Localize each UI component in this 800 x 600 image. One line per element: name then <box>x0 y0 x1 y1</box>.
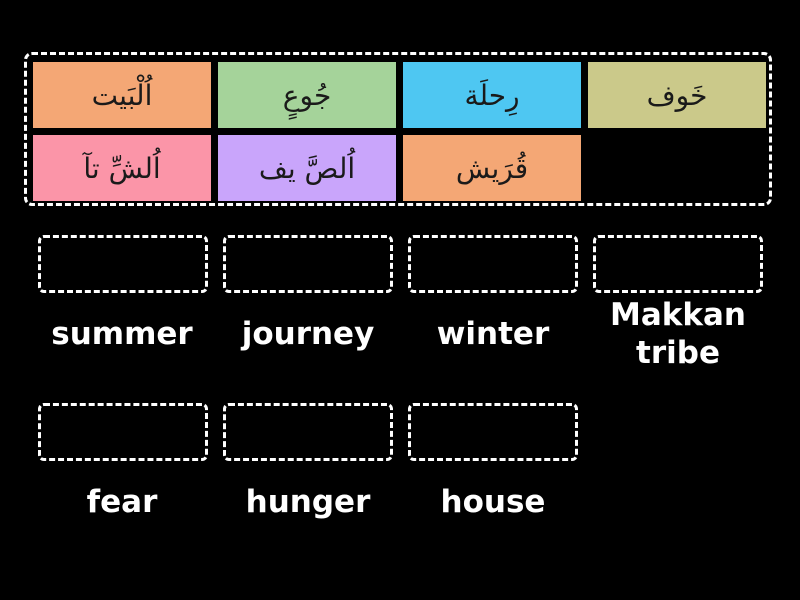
target-label-makkan-tribe: Makkan tribe <box>610 297 746 371</box>
target-label-journey: journey <box>241 316 375 352</box>
target-label-fear: fear <box>86 484 158 520</box>
answer-tile[interactable]: اُلْبَيت <box>33 62 211 128</box>
drop-slot-summer[interactable] <box>38 235 208 293</box>
answer-tile[interactable]: قُرَيش <box>403 135 581 201</box>
drop-slot-house[interactable] <box>408 403 578 461</box>
answer-tile[interactable]: رِحلَة <box>403 62 581 128</box>
drop-slot-hunger[interactable] <box>223 403 393 461</box>
answer-bank <box>24 52 772 206</box>
drop-slot-fear[interactable] <box>38 403 208 461</box>
answer-tile[interactable]: خَوف <box>588 62 766 128</box>
target-label-hunger: hunger <box>245 484 371 520</box>
answer-tile[interactable]: جُوعٍ <box>218 62 396 128</box>
drop-slot-winter[interactable] <box>408 235 578 293</box>
drop-slot-makkan-tribe[interactable] <box>593 235 763 293</box>
answer-tile[interactable]: اُلشِّ تآ <box>33 135 211 201</box>
drop-slot-journey[interactable] <box>223 235 393 293</box>
target-label-summer: summer <box>51 316 193 352</box>
target-label-winter: winter <box>436 316 550 352</box>
answer-tile[interactable]: اُلصَّ يف <box>218 135 396 201</box>
target-label-house: house <box>440 484 546 520</box>
